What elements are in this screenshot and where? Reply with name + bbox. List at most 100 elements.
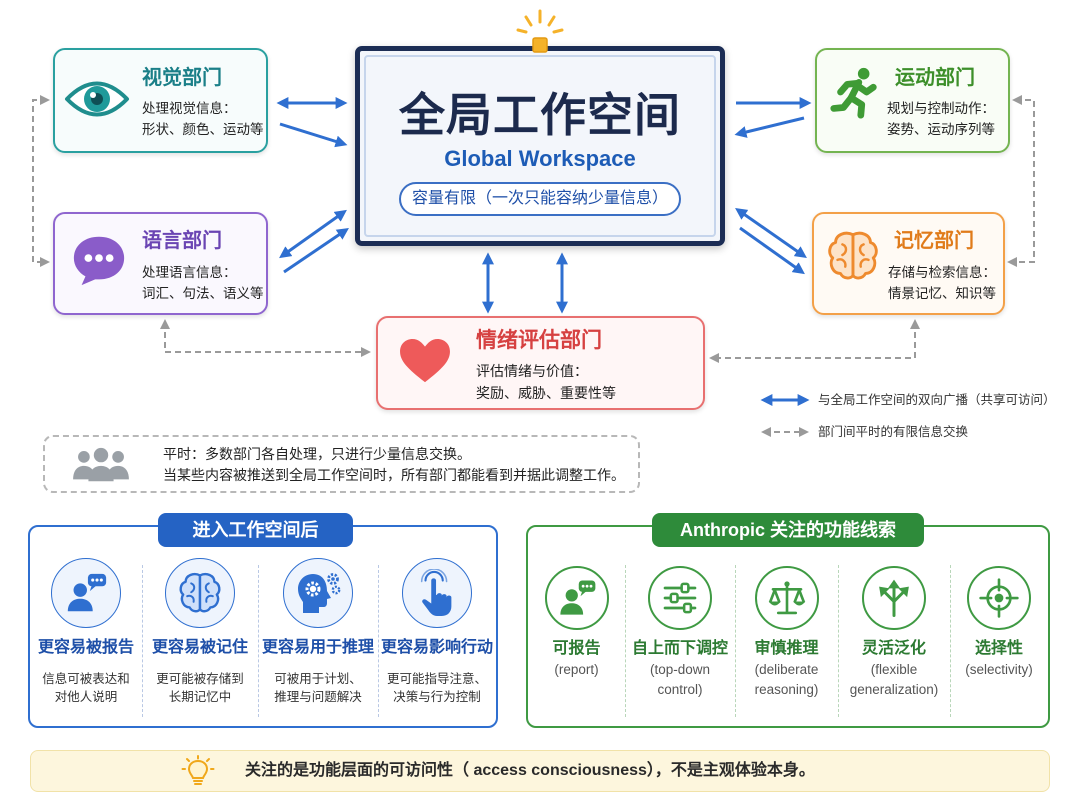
effect-title: 更容易被报告 — [37, 639, 134, 656]
cue-icon-circle — [544, 566, 609, 630]
workspace-effects-title: 进入工作空间后 — [158, 513, 353, 547]
cue-subtitle-1: (selectivity) — [965, 662, 1033, 677]
column-divider — [142, 565, 143, 717]
target-icon — [979, 578, 1019, 618]
broadcast-arrow-motor-in — [734, 116, 805, 138]
footer-text: 关注的是功能层面的可访问性（ access consciousness），不是主… — [245, 762, 815, 779]
person-speech-icon — [559, 580, 595, 615]
effect-desc-2: 决策与行为控制 — [393, 690, 481, 704]
effect-action: 更容易影响行动 更可能指导注意、 决策与行为控制 — [378, 527, 496, 726]
effect-title: 更容易影响行动 — [380, 639, 493, 656]
emotion-department-title: 情绪评估部门 — [476, 329, 602, 352]
language-department-title: 语言部门 — [142, 230, 222, 252]
effect-title: 更容易用于推理 — [261, 639, 374, 656]
lightbulb-icon — [181, 755, 215, 785]
cue-icon-circle — [862, 566, 926, 630]
note-line-1: 平时：多数部门各自处理，只进行少量信息交换。 — [163, 446, 471, 462]
effect-remember: 更容易被记住 更可能被存储到 长期记忆中 — [142, 527, 258, 726]
cue-subtitle-1: (flexible — [870, 662, 918, 677]
emotion-department-box: 情绪评估部门 评估情绪与价值： 奖励、威胁、重要性等 — [376, 316, 705, 410]
effect-icon-circle — [402, 558, 472, 628]
exchange-arrow-motor-memory — [1007, 95, 1035, 267]
legend-exchange-label: 部门间平时的有限信息交换 — [818, 425, 969, 439]
motor-department-title: 运动部门 — [895, 67, 975, 89]
note-line-2: 当某些内容被推送到全局工作空间时，所有部门都能看到并据此调整工作。 — [163, 467, 625, 483]
effect-reasoning: 更容易用于推理 可被用于计划、 推理与问题解决 — [258, 527, 378, 726]
effect-desc-1: 可被用于计划、 — [274, 672, 362, 686]
head-gears-icon — [298, 573, 341, 613]
global-workspace-subtitle: Global Workspace — [444, 146, 636, 171]
language-department-desc-2: 词汇、句法、语义等 — [142, 286, 264, 301]
column-divider — [378, 565, 379, 717]
brain-icon — [828, 231, 878, 280]
effect-desc-1: 信息可被表达和 — [42, 672, 130, 686]
broadcast-arrow-language-in — [283, 227, 349, 274]
cue-title: 灵活泛化 — [861, 640, 926, 657]
cue-icon-circle — [648, 566, 712, 630]
effect-desc-1: 更可能被存储到 — [156, 672, 244, 686]
effect-icon-circle — [283, 558, 353, 628]
effect-desc-2: 长期记忆中 — [168, 690, 232, 704]
broadcast-arrow-memory-in — [739, 226, 805, 275]
cue-subtitle-2: reasoning) — [754, 682, 819, 697]
broadcast-arrow-language — [279, 209, 347, 259]
footer-banner: 关注的是功能层面的可访问性（ access consciousness），不是主… — [30, 750, 1050, 792]
language-department-box: 语言部门 处理语言信息： 词汇、句法、语义等 — [53, 212, 268, 315]
cue-top-down-control: 自上而下调控 (top-down control) — [625, 527, 735, 726]
global-workspace-title: 全局工作空间 — [399, 89, 681, 141]
cue-subtitle-1: (report) — [554, 662, 599, 677]
language-department-desc-1: 处理语言信息： — [142, 265, 237, 280]
people-group-icon — [73, 447, 129, 482]
running-person-icon — [830, 67, 877, 119]
cue-selectivity: 选择性 (selectivity) — [950, 527, 1048, 726]
note-box: 平时：多数部门各自处理，只进行少量信息交换。 当某些内容被推送到全局工作空间时，… — [43, 435, 640, 493]
cue-flexible-generalization: 灵活泛化 (flexible generalization) — [838, 527, 950, 726]
memory-department-box: 记忆部门 存储与检索信息： 情景记忆、知识等 — [812, 212, 1005, 315]
cue-subtitle-2: control) — [657, 682, 703, 697]
cue-subtitle-2: generalization) — [849, 682, 939, 697]
global-workspace-inner-frame — [364, 55, 716, 237]
column-divider — [258, 565, 259, 717]
cue-title: 选择性 — [974, 640, 1023, 657]
broadcast-arrow-memory — [735, 207, 807, 259]
cue-title: 审慎推理 — [754, 640, 819, 657]
hand-pointer-icon — [420, 569, 452, 616]
memory-department-desc-2: 情景记忆、知识等 — [888, 286, 996, 301]
cue-title: 自上而下调控 — [631, 640, 728, 657]
functional-cues-title: Anthropic 关注的功能线索 — [652, 513, 924, 547]
cue-title: 可报告 — [552, 640, 601, 657]
effect-desc-2: 推理与问题解决 — [274, 690, 362, 704]
cue-report: 可报告 (report) — [528, 527, 625, 726]
motor-department-desc-2: 姿势、运动序列等 — [887, 122, 995, 137]
motor-department-desc-1: 规划与控制动作： — [887, 101, 995, 116]
vision-department-desc-2: 形状、颜色、运动等 — [142, 122, 264, 137]
effect-icon-circle — [51, 558, 121, 628]
exchange-arrow-vision-language — [32, 95, 50, 267]
effect-desc-1: 更可能指导注意、 — [386, 672, 487, 686]
effect-icon-circle — [165, 558, 235, 628]
effect-desc-2: 对他人说明 — [54, 690, 118, 704]
person-speech-icon — [67, 573, 107, 612]
column-divider — [950, 565, 951, 717]
workspace-effects-panel: 更容易被报告 信息可被表达和 对他人说明 — [28, 525, 498, 728]
brain-icon — [179, 572, 221, 613]
vision-department-desc-1: 处理视觉信息： — [142, 101, 237, 116]
memory-department-title: 记忆部门 — [894, 230, 974, 252]
cue-subtitle-1: (deliberate — [754, 662, 819, 677]
emotion-department-desc-2: 奖励、威胁、重要性等 — [476, 385, 616, 401]
emotion-department-desc-1: 评估情绪与价值： — [476, 363, 588, 379]
functional-cues-panel: 可报告 (report) 自上而下调控 — [526, 525, 1050, 728]
capacity-badge: 容量有限（一次只能容纳少量信息） — [399, 182, 681, 216]
cue-deliberate-reasoning: 审慎推理 (deliberate reasoning) — [735, 527, 838, 726]
legend-broadcast-label: 与全局工作空间的双向广播（共享可访问） — [818, 393, 1056, 407]
memory-department-desc-1: 存储与检索信息： — [888, 265, 996, 280]
lamp-icon — [516, 9, 564, 53]
eye-icon — [65, 81, 129, 117]
cue-icon-circle — [967, 566, 1031, 630]
sliders-icon — [663, 582, 697, 614]
split-arrows-icon — [879, 579, 909, 617]
effect-title: 更容易被记住 — [151, 639, 248, 656]
vision-department-title: 视觉部门 — [142, 67, 222, 89]
global-workspace-box: 全局工作空间 Global Workspace 容量有限（一次只能容纳少量信息） — [355, 46, 725, 246]
